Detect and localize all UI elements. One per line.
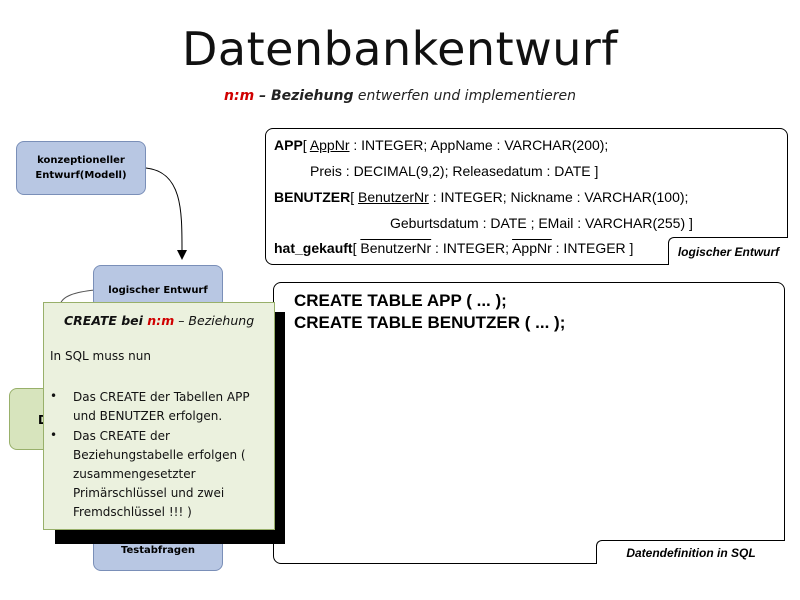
subtitle-beziehung: – Beziehung [254, 88, 354, 104]
create-info-popup: CREATE bei n:m – Beziehung In SQL muss n… [43, 302, 275, 530]
sql-definition-box: CREATE TABLE APP ( ... ); CREATE TABLE B… [273, 282, 785, 564]
sql-caption: Datendefinition in SQL [596, 540, 785, 564]
popup-title: CREATE bei n:m – Beziehung [64, 313, 255, 328]
logical-schema-box: APP[ AppNr : INTEGER; AppName : VARCHAR(… [265, 128, 788, 265]
arrow-konzeptionell-to-logisch [145, 167, 183, 251]
logical-schema-caption: logischer Entwurf [668, 237, 788, 265]
schema-hat-gekauft-line: hat_gekauft[ BenutzerNr : INTEGER; AppNr… [274, 240, 634, 256]
schema-app-line1: APP[ AppNr : INTEGER; AppName : VARCHAR(… [274, 137, 609, 153]
bullet-icon: • [50, 428, 58, 442]
popup-bullet-1: Das CREATE der Tabellen APP und BENUTZER… [73, 390, 250, 423]
bullet-icon: • [50, 389, 58, 403]
schema-app-line2: Preis : DECIMAL(9,2); Releasedatum : DAT… [310, 163, 599, 179]
key-appnr: AppNr [309, 137, 350, 153]
sql-create-benutzer: CREATE TABLE BENUTZER ( ... ); [294, 313, 566, 332]
sql-create-app: CREATE TABLE APP ( ... ); [294, 291, 507, 310]
key-benutzernr: BenutzerNr [358, 189, 429, 205]
schema-benutzer-line2: Geburtsdatum : DATE ; EMail : VARCHAR(25… [390, 215, 693, 231]
slide-title: Datenbankentwurf [181, 22, 618, 76]
popup-intro: In SQL muss nun [50, 349, 151, 363]
schema-benutzer-line1: BENUTZER[ BenutzerNr : INTEGER; Nickname… [274, 189, 689, 205]
node-d-letter: D [38, 413, 48, 427]
node-logischer-entwurf: logischer Entwurf [93, 265, 223, 309]
popup-bullet-2: Das CREATE der Beziehungstabelle erfolge… [73, 429, 246, 519]
key-fk-appnr: AppNr [512, 240, 552, 256]
subtitle-nm: n:m [224, 88, 255, 104]
subtitle-rest: entwerfen und implementieren [353, 88, 576, 104]
node-konzeptioneller-entwurf: konzeptioneller Entwurf(Modell) [16, 141, 146, 195]
arrow-head [177, 250, 187, 260]
key-fk-benutzernr: BenutzerNr [360, 240, 432, 256]
slide-subtitle: n:m – Beziehung entwerfen und implementi… [0, 88, 800, 104]
